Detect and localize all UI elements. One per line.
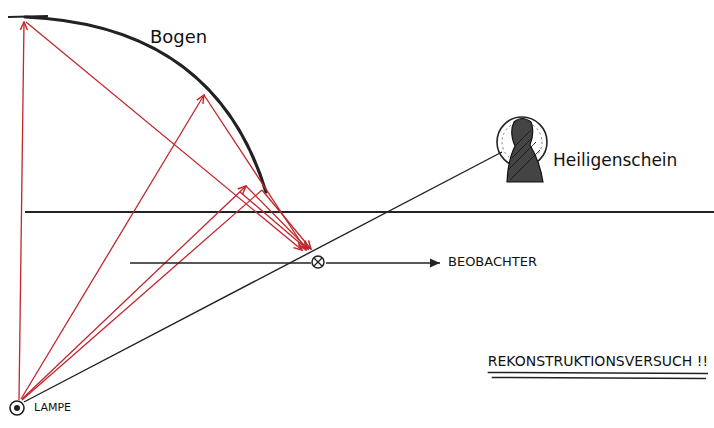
halo-figure — [497, 117, 547, 182]
lamp-symbol — [10, 401, 24, 415]
sight-line — [24, 152, 502, 402]
observer-path — [130, 262, 311, 263]
lamp-label: LAMPE — [34, 402, 71, 414]
horizon-line — [25, 211, 714, 213]
lamp-core — [14, 405, 20, 411]
underline — [488, 372, 708, 373]
title-note: REKONSTRUKTIONSVERSUCH !! — [488, 354, 708, 369]
observer-arrow — [326, 262, 440, 263]
observer-symbol — [312, 256, 324, 268]
observer-label: BEOBACHTER — [448, 255, 537, 269]
light-rays — [19, 22, 311, 400]
bow-label: Bogen — [150, 27, 207, 47]
underline — [492, 377, 706, 378]
halo-label: Heiligenschein — [553, 151, 677, 170]
bow-start-tick — [8, 16, 48, 17]
bow-arc — [25, 17, 266, 192]
